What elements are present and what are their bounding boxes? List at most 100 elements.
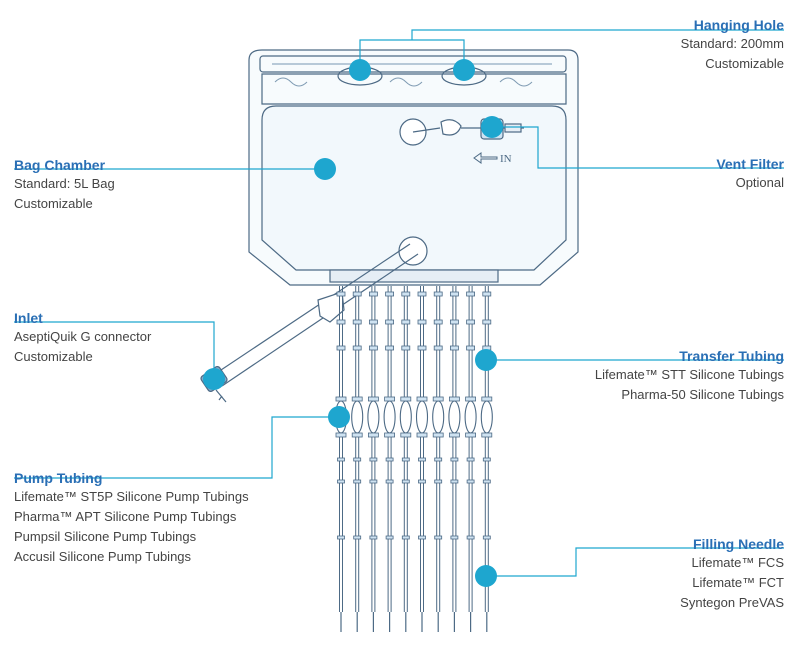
callout-line: Lifemate™ ST5P Silicone Pump Tubings [14,489,249,504]
callout-title: Hanging Hole [693,17,784,33]
pump-tube-loop [432,400,445,434]
tube-clip [417,291,427,297]
callout-title: Transfer Tubing [679,348,784,364]
tube-clip [433,291,443,297]
in-arrow-label: IN [500,153,512,165]
marker-hanging-hole-right [453,59,475,81]
tube-clip [418,457,426,462]
callout-title: Pump Tubing [14,470,103,486]
tube-clip [336,345,346,351]
tube-clip [401,457,410,462]
pump-fitting [384,432,396,438]
tube-clip [482,319,492,325]
callout-line: Accusil Silicone Pump Tubings [14,549,192,564]
tube-clip [433,319,443,325]
callout-line: AseptiQuik G connector [14,329,152,344]
leader-filling-needle [486,547,784,577]
marker-filling-needle [475,565,497,587]
tube-clip [369,457,378,462]
leader-hanging-hole [359,29,784,76]
callout-line: Lifemate™ STT Silicone Tubings [594,367,784,382]
leader-inlet [14,321,215,379]
callout-title: Bag Chamber [14,157,106,173]
tube-clip [353,535,362,540]
tube-clip [466,535,475,540]
callout-line: Syntegon PreVAS [680,595,784,610]
callout-line: Pharma™ APT Silicone Pump Tubings [14,509,237,524]
tube-clip [401,291,411,297]
tube-clip [466,479,475,484]
pump-fitting [432,432,444,438]
vent-clamp [440,119,462,136]
tube-clip [337,535,345,540]
tube-clip [482,535,491,540]
tube-clip [417,345,427,351]
marker-vent-filter [481,116,503,138]
pump-fitting [416,396,428,402]
pump-tube-loop [383,400,396,434]
leader-lines [14,29,784,577]
tube-clip [337,479,345,484]
tube-clip [434,479,443,484]
callout-filling-needle: Filling Needle Lifemate™ FCS Lifemate™ F… [680,535,784,613]
tube-clip [337,457,345,462]
marker-transfer-tubing [475,349,497,371]
callout-hanging-hole: Hanging Hole Standard: 200mm Customizabl… [681,16,784,74]
tube-clip [449,319,459,325]
markers [203,59,503,587]
tube-clip [466,345,476,351]
tube-clip [434,535,443,540]
tube-clip [449,291,459,297]
tube-clip [368,291,378,297]
tube-clip [450,535,459,540]
tube-clip [352,291,362,297]
callout-bag-chamber: Bag Chamber Standard: 5L Bag Customizabl… [14,156,115,214]
pump-fitting [351,396,363,402]
marker-bag-chamber [314,158,336,180]
tube-clip [368,345,378,351]
pump-fitting [367,396,379,402]
tube-clip [450,457,459,462]
tube-clip [482,479,491,484]
marker-pump-tubing [328,406,350,428]
tube-clip [466,319,476,325]
port-seal-band [329,269,499,283]
pump-fitting [481,396,493,402]
pump-fitting [448,396,460,402]
tube-clip [336,319,346,325]
tube-clip [401,345,411,351]
marker-inlet [203,368,225,390]
tube-clip [418,535,426,540]
tube-clip [385,319,395,325]
callout-line: Standard: 5L Bag [14,176,115,191]
tube-clip [434,457,443,462]
tube-clip [385,345,395,351]
callout-inlet: Inlet AseptiQuik G connector Customizabl… [14,309,151,367]
callout-title: Inlet [14,310,43,326]
tube-clip [450,479,459,484]
callout-line: Customizable [705,56,784,71]
in-arrow [473,152,498,164]
pump-fitting [367,432,379,438]
callout-line: Lifemate™ FCS [691,555,784,570]
pump-fitting [400,396,412,402]
tube-clip [385,291,395,297]
pump-tube-loop [399,400,412,434]
tube-clip [482,457,491,462]
tube-clip [401,479,410,484]
tube-clip [385,457,394,462]
tube-clip [352,345,362,351]
pump-fitting [481,432,493,438]
pump-fitting [432,396,444,402]
callout-line: Pharma-50 Silicone Tubings [621,387,784,402]
callout-title: Vent Filter [716,156,784,172]
pump-fitting [416,432,428,438]
bag [248,49,579,286]
tube-clip [466,457,475,462]
tube-clip [433,345,443,351]
pump-tube-loop [351,400,364,434]
tube-clip [352,319,362,325]
pump-fitting [448,432,460,438]
tube-clip [385,535,394,540]
